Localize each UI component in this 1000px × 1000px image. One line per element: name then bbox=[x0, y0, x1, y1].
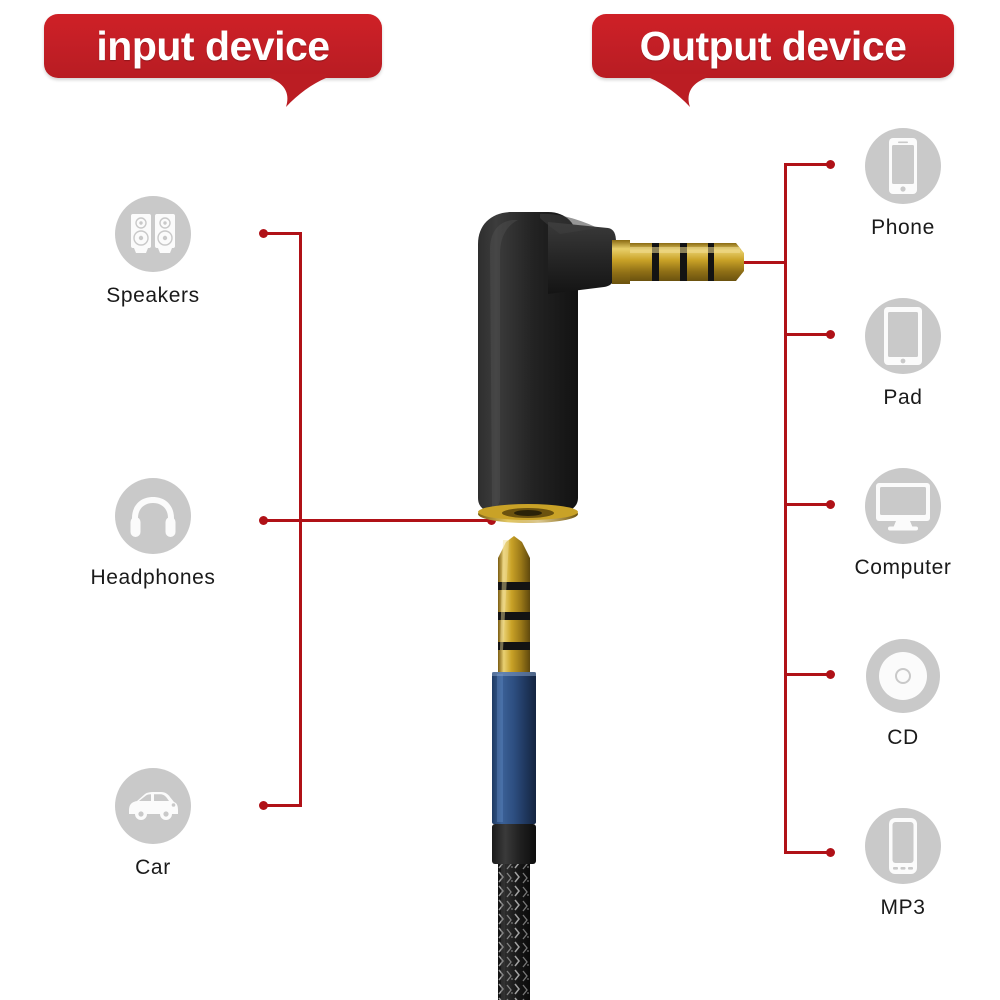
output-stub-computer bbox=[784, 503, 830, 506]
input-node-speakers: Speakers bbox=[78, 196, 228, 308]
input-label-speakers: Speakers bbox=[106, 284, 200, 307]
adapter-plug-stub bbox=[736, 261, 786, 264]
output-dot-phone bbox=[826, 160, 835, 169]
car-icon bbox=[115, 768, 191, 844]
output-node-pad: Pad bbox=[828, 298, 978, 410]
adapter-jack-dot bbox=[487, 516, 496, 525]
output-dot-computer bbox=[826, 500, 835, 509]
output-label-mp3: MP3 bbox=[880, 896, 926, 919]
output-node-phone: Phone bbox=[828, 128, 978, 240]
output-label-cd: CD bbox=[887, 726, 919, 749]
output-label-computer: Computer bbox=[854, 556, 952, 579]
input-banner-tail-icon bbox=[270, 74, 326, 107]
output-banner-label: Output device bbox=[639, 22, 907, 69]
output-node-mp3: MP3 bbox=[828, 808, 978, 920]
output-stub-cd bbox=[784, 673, 830, 676]
output-node-computer: Computer bbox=[828, 468, 978, 580]
input-dot-car bbox=[259, 801, 268, 810]
monitor-icon bbox=[865, 468, 941, 544]
output-stub-phone bbox=[784, 163, 830, 166]
output-device-banner: Output device bbox=[592, 14, 954, 78]
input-node-car: Car bbox=[78, 768, 228, 880]
speakers-icon bbox=[115, 196, 191, 272]
input-dot-speakers bbox=[259, 229, 268, 238]
input-banner-label: input device bbox=[96, 22, 330, 69]
input-stub-speakers bbox=[263, 232, 302, 235]
tablet-icon bbox=[865, 298, 941, 374]
output-stub-mp3 bbox=[784, 851, 830, 854]
mp3-player-icon bbox=[865, 808, 941, 884]
output-bus-line bbox=[784, 163, 787, 853]
braided-audio-cable bbox=[492, 536, 536, 1000]
output-dot-cd bbox=[826, 670, 835, 679]
smartphone-icon bbox=[865, 128, 941, 204]
input-stub-car bbox=[263, 804, 302, 807]
output-label-phone: Phone bbox=[871, 216, 935, 239]
right-angle-audio-adapter bbox=[478, 212, 744, 523]
input-label-headphones: Headphones bbox=[90, 566, 216, 589]
output-dot-pad bbox=[826, 330, 835, 339]
input-dot-headphones bbox=[259, 516, 268, 525]
headphones-icon bbox=[115, 478, 191, 554]
output-node-cd: CD bbox=[828, 638, 978, 750]
output-banner-tail-icon bbox=[650, 74, 706, 107]
input-device-banner: input device bbox=[44, 14, 382, 78]
input-node-headphones: Headphones bbox=[78, 478, 228, 590]
output-dot-mp3 bbox=[826, 848, 835, 857]
compact-disc-icon bbox=[865, 638, 941, 714]
input-stub-headphones bbox=[263, 519, 492, 522]
output-label-pad: Pad bbox=[883, 386, 923, 409]
output-stub-pad bbox=[784, 333, 830, 336]
input-label-car: Car bbox=[135, 856, 171, 879]
